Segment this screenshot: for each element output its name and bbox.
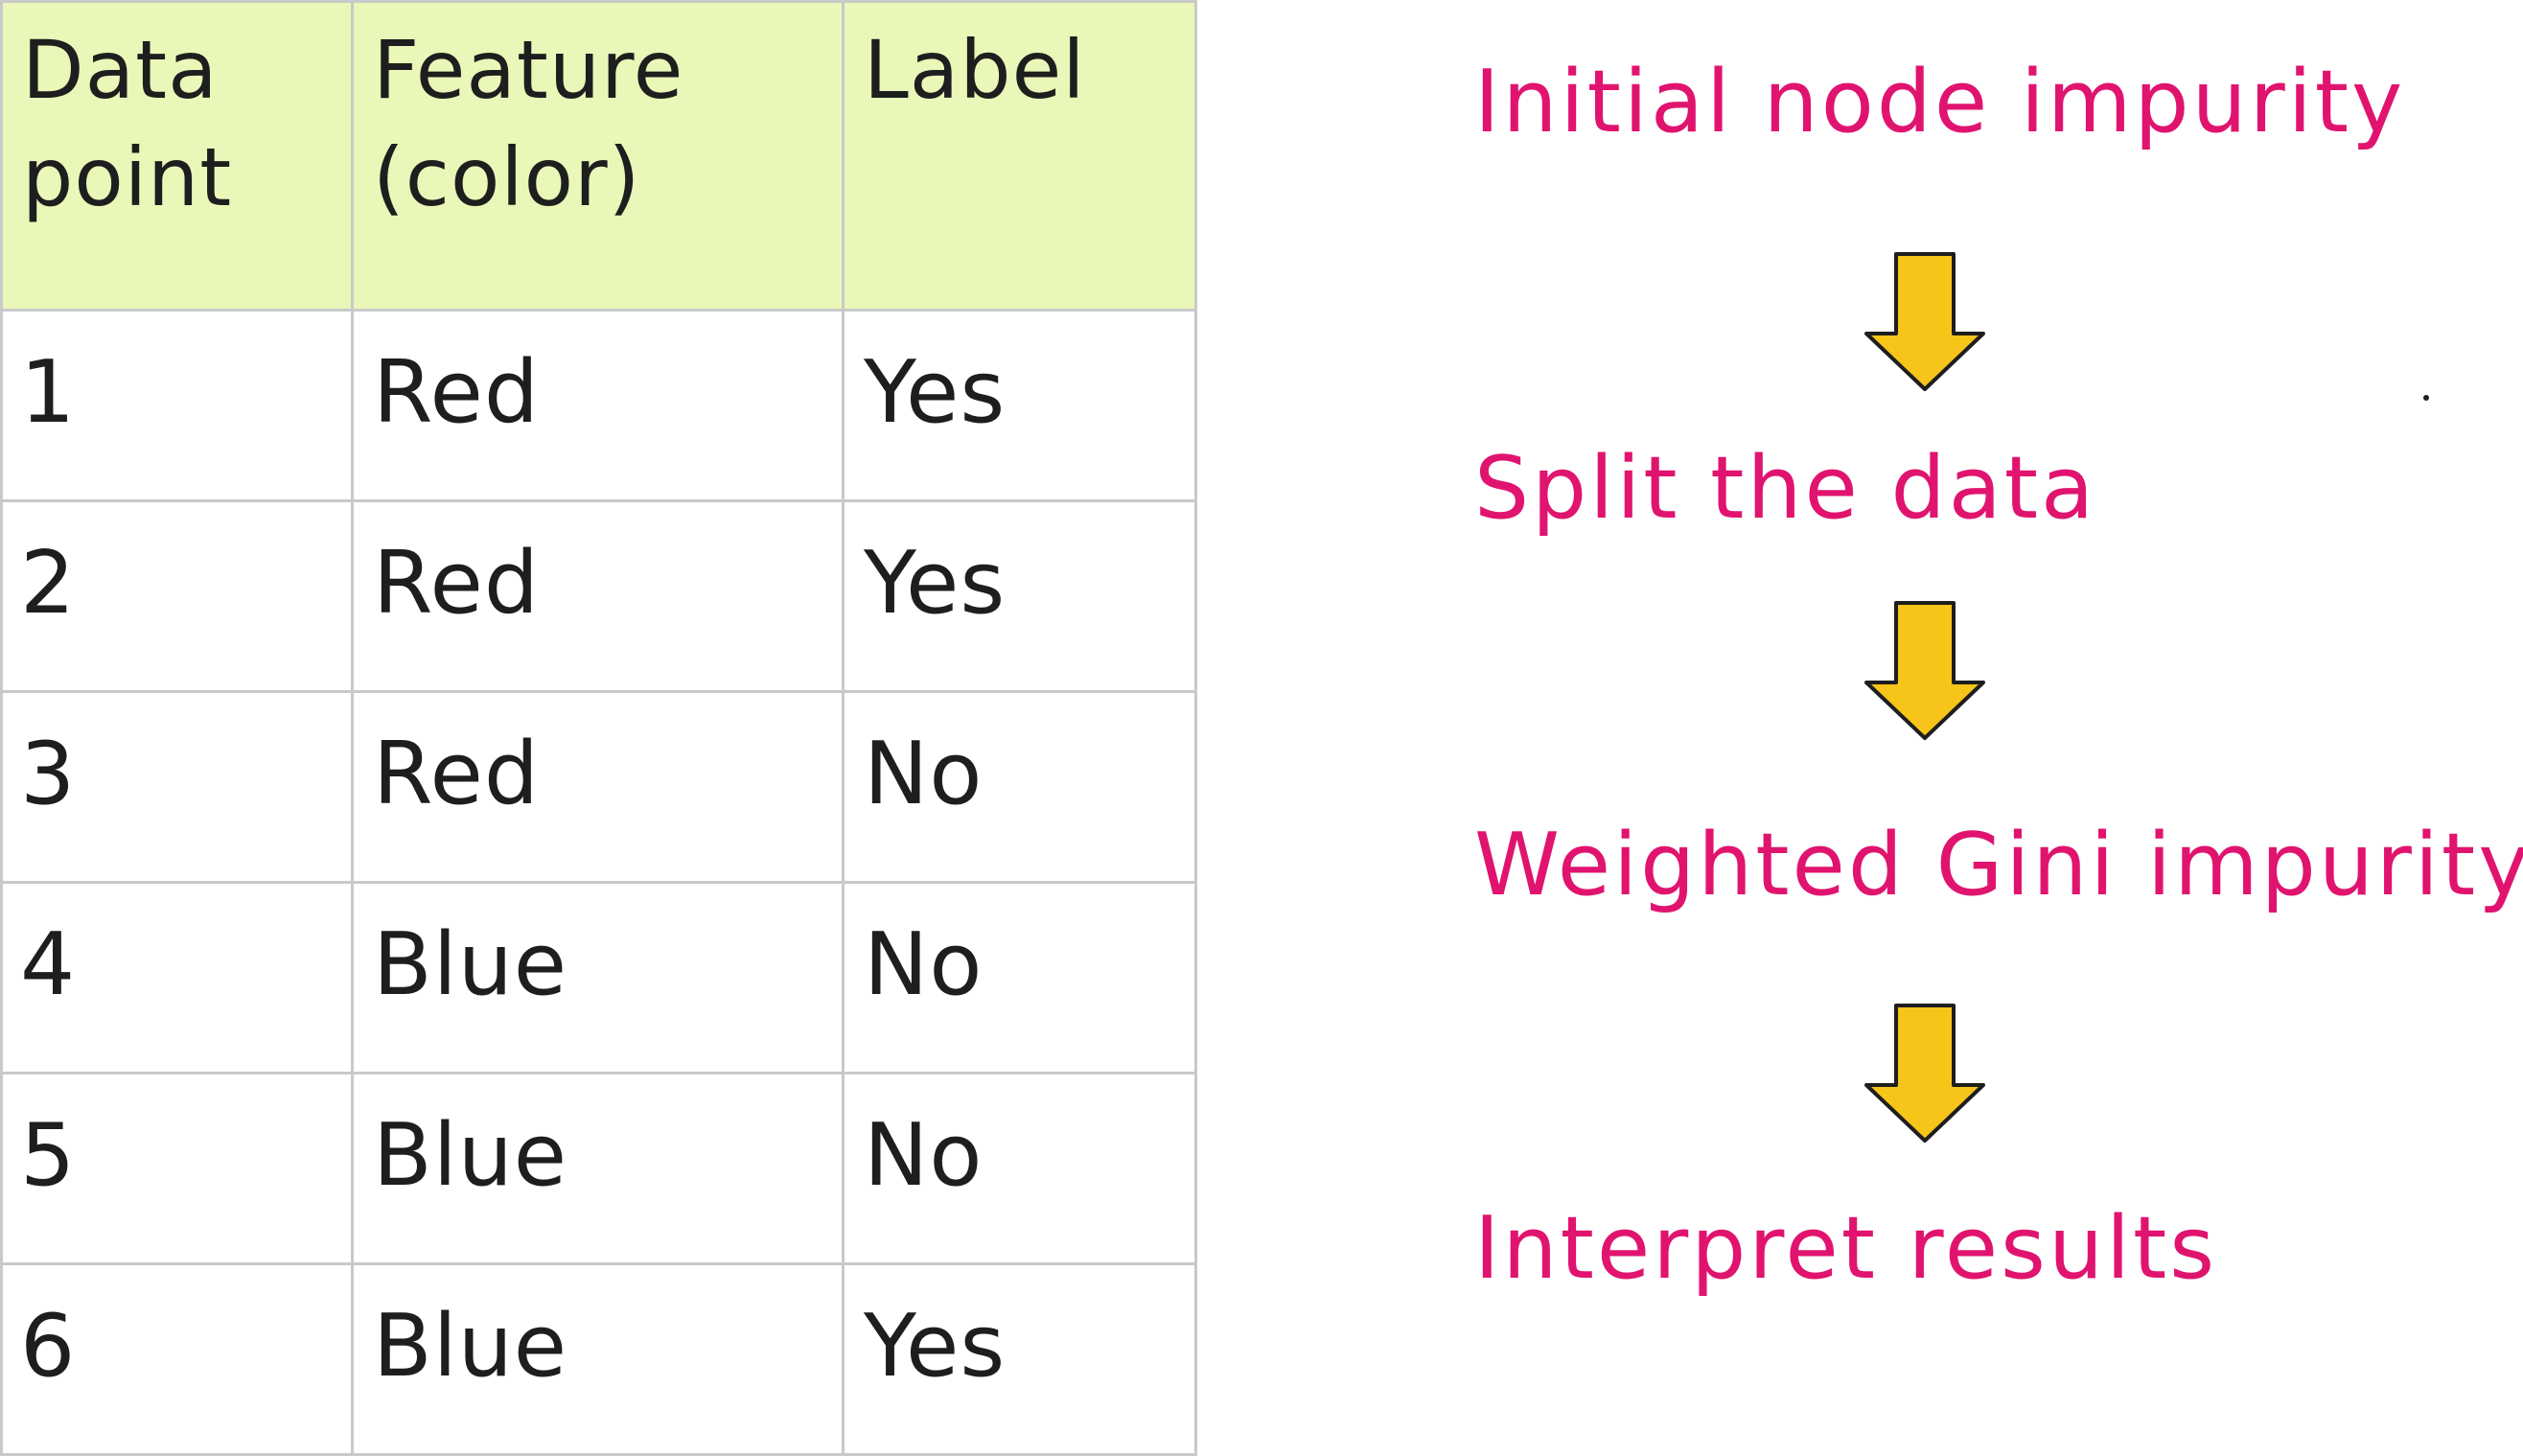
cell-label: Yes [842, 1262, 1197, 1456]
cell-data-point: 3 [0, 690, 354, 884]
arrow-down-icon [1864, 601, 1985, 740]
flow-step-initial-node-impurity: Initial node impurity [1474, 52, 2406, 152]
cell-feature: Red [351, 309, 845, 502]
flow-step-interpret-results: Interpret results [1474, 1198, 2218, 1299]
table-row: 3 Red No [0, 690, 1197, 884]
flow-step-weighted-gini-impurity: Weighted Gini impurity [1474, 815, 2523, 915]
cell-label: Yes [842, 309, 1197, 502]
table-row: 1 Red Yes [0, 309, 1197, 502]
cell-data-point: 6 [0, 1262, 354, 1456]
table-row: 2 Red Yes [0, 499, 1197, 693]
data-table: Data point Feature (color) Label 1 Red Y… [0, 0, 1197, 1456]
cell-feature: Red [351, 499, 845, 693]
cell-label: No [842, 881, 1197, 1075]
cell-feature: Blue [351, 1072, 845, 1265]
stray-dot [2423, 395, 2429, 401]
cell-label: Yes [842, 499, 1197, 693]
cell-label: No [842, 1072, 1197, 1265]
cell-data-point: 1 [0, 309, 354, 502]
table-row: 4 Blue No [0, 881, 1197, 1075]
cell-feature: Blue [351, 881, 845, 1075]
header-feature-color: Feature (color) [351, 0, 845, 312]
header-label: Label [842, 0, 1197, 312]
cell-feature: Red [351, 690, 845, 884]
arrow-down-icon [1864, 1004, 1985, 1143]
table-row: 5 Blue No [0, 1072, 1197, 1265]
cell-data-point: 4 [0, 881, 354, 1075]
table-header-row: Data point Feature (color) Label [0, 0, 1197, 312]
arrow-down-icon [1864, 252, 1985, 391]
flow-step-split-the-data: Split the data [1474, 438, 2097, 539]
cell-feature: Blue [351, 1262, 845, 1456]
table-row: 6 Blue Yes [0, 1262, 1197, 1456]
cell-label: No [842, 690, 1197, 884]
cell-data-point: 2 [0, 499, 354, 693]
header-data-point: Data point [0, 0, 354, 312]
cell-data-point: 5 [0, 1072, 354, 1265]
